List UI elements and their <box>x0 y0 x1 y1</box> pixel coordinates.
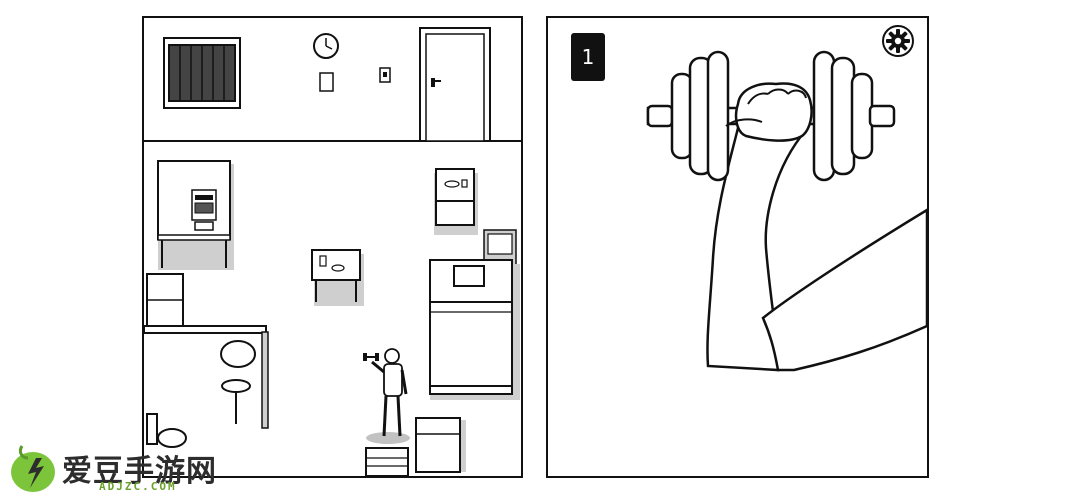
toilet[interactable] <box>146 413 187 448</box>
watermark-subtitle: ADJZC.COM <box>99 480 177 493</box>
sink[interactable] <box>221 379 251 424</box>
wall-clock[interactable] <box>313 33 339 59</box>
room-scene <box>144 27 521 476</box>
watermark-title: 爱豆手游网 <box>62 454 217 489</box>
fridge[interactable] <box>146 273 184 333</box>
closeup-panel <box>546 16 929 478</box>
door[interactable] <box>419 27 491 142</box>
character-dumbbell[interactable] <box>363 353 379 361</box>
bed[interactable] <box>429 259 520 400</box>
player-character[interactable] <box>366 348 410 444</box>
step-box[interactable] <box>365 447 409 476</box>
small-table[interactable] <box>311 249 364 306</box>
fist <box>734 82 813 142</box>
arm-dumbbell-closeup[interactable] <box>548 18 927 476</box>
watermark-logo <box>8 440 58 494</box>
storage-box[interactable] <box>415 417 466 473</box>
light-switch[interactable] <box>379 67 391 83</box>
window[interactable] <box>163 37 241 109</box>
level-counter: 1 <box>571 33 605 81</box>
kitchen-cabinet[interactable] <box>157 160 234 270</box>
room-panel <box>142 16 523 478</box>
gear-icon[interactable] <box>881 24 915 58</box>
upper-arm <box>761 208 927 372</box>
wall-note[interactable] <box>319 72 334 92</box>
bathroom-mirror[interactable] <box>220 340 256 368</box>
dumbbell-plate <box>830 56 856 176</box>
bathroom <box>144 325 269 429</box>
microwave[interactable] <box>191 189 217 231</box>
nightstand[interactable] <box>434 168 478 235</box>
dumbbell-plate <box>706 50 730 182</box>
